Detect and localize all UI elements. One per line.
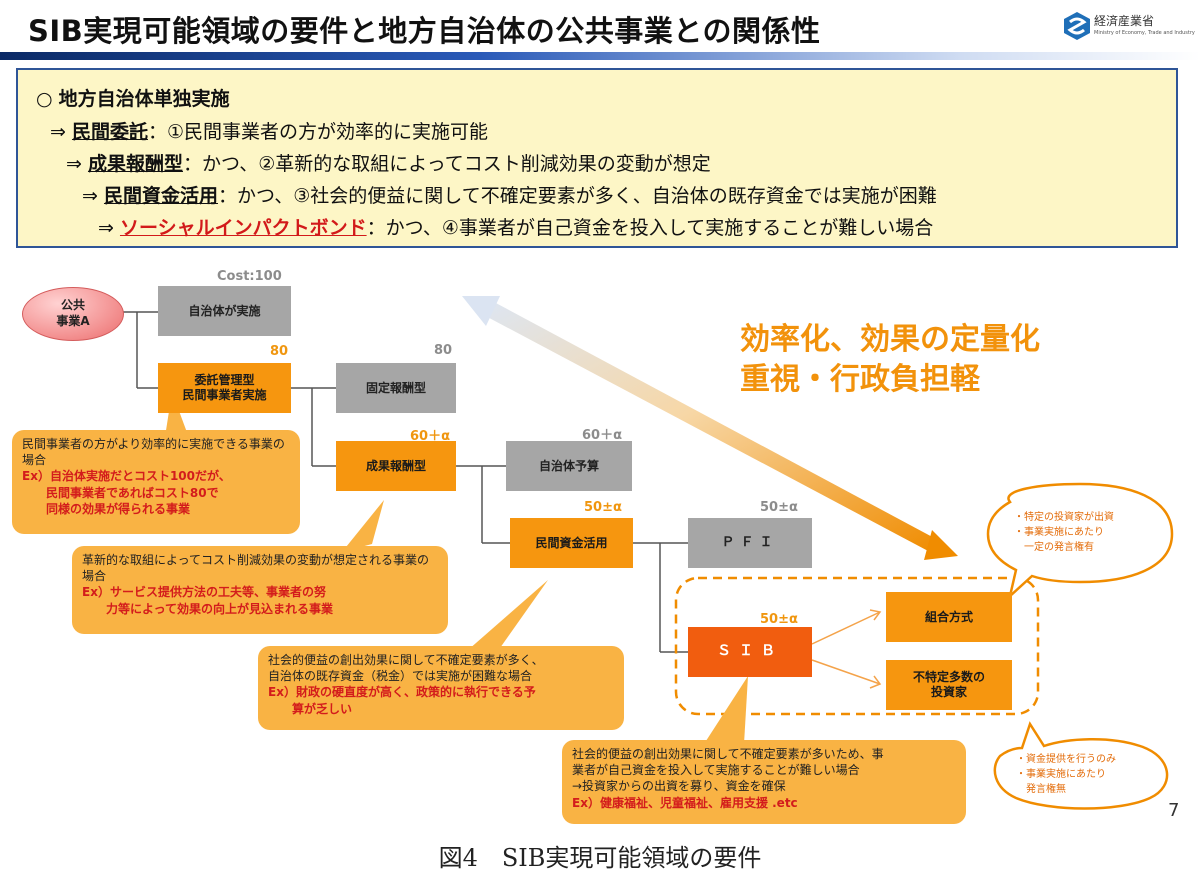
bubble-bottom-text: ・資金提供を行うのみ ・事業実施にあたり 発言権無 bbox=[1016, 754, 1116, 795]
logo-text: 経済産業省 bbox=[1094, 14, 1155, 28]
meti-logo-icon bbox=[1064, 12, 1090, 40]
figure-caption: 図4 SIB実現可能領域の要件 bbox=[438, 844, 762, 872]
summary-l5-key: ソーシャルインパクトボンド bbox=[119, 217, 367, 239]
note-sib: 社会的便益の創出効果に関して不確定要素が多いため、事 業者が自己資金を投入して実… bbox=[562, 740, 966, 824]
arrow-icon: ⇒ bbox=[66, 153, 82, 175]
summary-l2-rest: ：①民間事業者の方が効率的に実施可能 bbox=[147, 121, 489, 143]
box-kumiai-hoshiki: 組合方式 bbox=[886, 592, 1012, 642]
note-seika-example: Ex）サービス提供方法の工夫等、事業者の努 力等によって効果の向上が見込まれる事… bbox=[82, 585, 334, 616]
note-itaku-text: 民間事業者の方がより効率的に実施できる事業の場合 bbox=[22, 437, 285, 468]
page-number: 7 bbox=[1168, 800, 1180, 821]
cost-label-80-kotei: 80 bbox=[434, 343, 453, 358]
sib-group-outline bbox=[674, 576, 1040, 716]
logo-subtext: Ministry of Economy, Trade and Industry bbox=[1094, 30, 1195, 36]
summary-line-2: ⇒ 民間委託：①民間事業者の方が効率的に実施可能 bbox=[50, 117, 488, 144]
box-seika-hoshu: 成果報酬型 bbox=[336, 441, 456, 491]
big-text-line-2: 重視・行政負担軽 bbox=[740, 362, 980, 397]
box-itaku-kanri: 委託管理型 民間事業者実施 bbox=[158, 363, 291, 413]
arrow-icon: ⇒ bbox=[50, 121, 66, 143]
note-sib-text: 社会的便益の創出効果に関して不確定要素が多いため、事 業者が自己資金を投入して実… bbox=[572, 747, 884, 794]
page-title: SIB実現可能領域の要件と地方自治体の公共事業との関係性 bbox=[28, 14, 821, 48]
box-pfi: ＰＦＩ bbox=[688, 518, 812, 568]
summary-line-5: ⇒ ソーシャルインパクトボンド：かつ、④事業者が自己資金を投入して実施することが… bbox=[98, 213, 933, 240]
summary-line-1: ○ 地方自治体単独実施 bbox=[36, 84, 230, 111]
arrow-icon: ⇒ bbox=[82, 185, 98, 207]
note-seika: 革新的な取組によってコスト削減効果の変動が想定される事業の場合 Ex）サービス提… bbox=[72, 546, 448, 634]
speech-bubble-top bbox=[986, 482, 1174, 600]
note-shikin: 社会的便益の創出効果に関して不確定要素が多く、 自治体の既存資金（税金）では実施… bbox=[258, 646, 624, 730]
diagonal-arrow-icon bbox=[462, 296, 958, 560]
box-futoku-tasu: 不特定多数の 投資家 bbox=[886, 660, 1012, 710]
arrow-icon: ⇒ bbox=[98, 217, 114, 239]
public-project-a: 公共 事業A bbox=[22, 287, 124, 341]
summary-l3-rest: ：かつ、②革新的な取組によってコスト削減効果の変動が想定 bbox=[182, 153, 711, 175]
summary-line-3: ⇒ 成果報酬型：かつ、②革新的な取組によってコスト削減効果の変動が想定 bbox=[66, 149, 711, 176]
box-jichitai-yosan: 自治体予算 bbox=[506, 441, 632, 491]
speech-bubble-bottom bbox=[993, 721, 1169, 810]
cost-label-60-yosan: 60＋α bbox=[582, 428, 623, 443]
note-seika-text: 革新的な取組によってコスト削減効果の変動が想定される事業の場合 bbox=[82, 553, 430, 584]
box-kotei-hoshu: 固定報酬型 bbox=[336, 363, 456, 413]
note-itaku-example: Ex）自治体実施だとコスト100だが、 民間事業者であればコスト80で 同様の効… bbox=[22, 469, 231, 516]
note-itaku: 民間事業者の方がより効率的に実施できる事業の場合 Ex）自治体実施だとコスト10… bbox=[12, 430, 300, 534]
bubble-top-text: ・特定の投資家が出資 ・事業実施にあたり 一定の発言権有 bbox=[1014, 512, 1114, 553]
circle-mark: ○ bbox=[36, 88, 53, 110]
summary-l5-rest: ：かつ、④事業者が自己資金を投入して実施することが難しい場合 bbox=[366, 217, 934, 239]
summary-l2-key: 民間委託 bbox=[71, 121, 148, 143]
cost-label-100: Cost:100 bbox=[217, 269, 282, 284]
box-minkan-shikin: 民間資金活用 bbox=[510, 518, 633, 568]
cost-label-50-pfi: 50±α bbox=[760, 500, 798, 515]
note-shikin-text: 社会的便益の創出効果に関して不確定要素が多く、 自治体の既存資金（税金）では実施… bbox=[268, 653, 544, 684]
summary-box: ○ 地方自治体単独実施 ⇒ 民間委託：①民間事業者の方が効率的に実施可能 ⇒ 成… bbox=[16, 68, 1178, 248]
note-sib-example: Ex）健康福祉、児童福祉、雇用支援 .etc bbox=[572, 795, 798, 810]
cost-label-50-sib: 50±α bbox=[760, 612, 798, 627]
box-sib: ＳＩＢ bbox=[688, 627, 812, 677]
cost-label-50-shikin: 50±α bbox=[584, 500, 622, 515]
title-rule bbox=[0, 52, 1200, 60]
cost-label-60-seika: 60＋α bbox=[410, 429, 451, 444]
big-text-line-1: 効率化、効果の定量化 bbox=[740, 322, 1040, 357]
summary-l1-text: 地方自治体単独実施 bbox=[58, 88, 230, 110]
summary-l3-key: 成果報酬型 bbox=[87, 153, 183, 175]
summary-l4-rest: ：かつ、③社会的便益に関して不確定要素が多く、自治体の既存資金では実施が困難 bbox=[217, 185, 937, 207]
box-jichitai-jisshi: 自治体が実施 bbox=[158, 286, 291, 336]
cost-label-80-itaku: 80 bbox=[270, 344, 289, 359]
summary-l4-key: 民間資金活用 bbox=[103, 185, 218, 207]
summary-line-4: ⇒ 民間資金活用：かつ、③社会的便益に関して不確定要素が多く、自治体の既存資金で… bbox=[82, 181, 937, 208]
note-shikin-example: Ex）財政の硬直度が高く、政策的に執行できる予 算が乏しい bbox=[268, 685, 536, 716]
